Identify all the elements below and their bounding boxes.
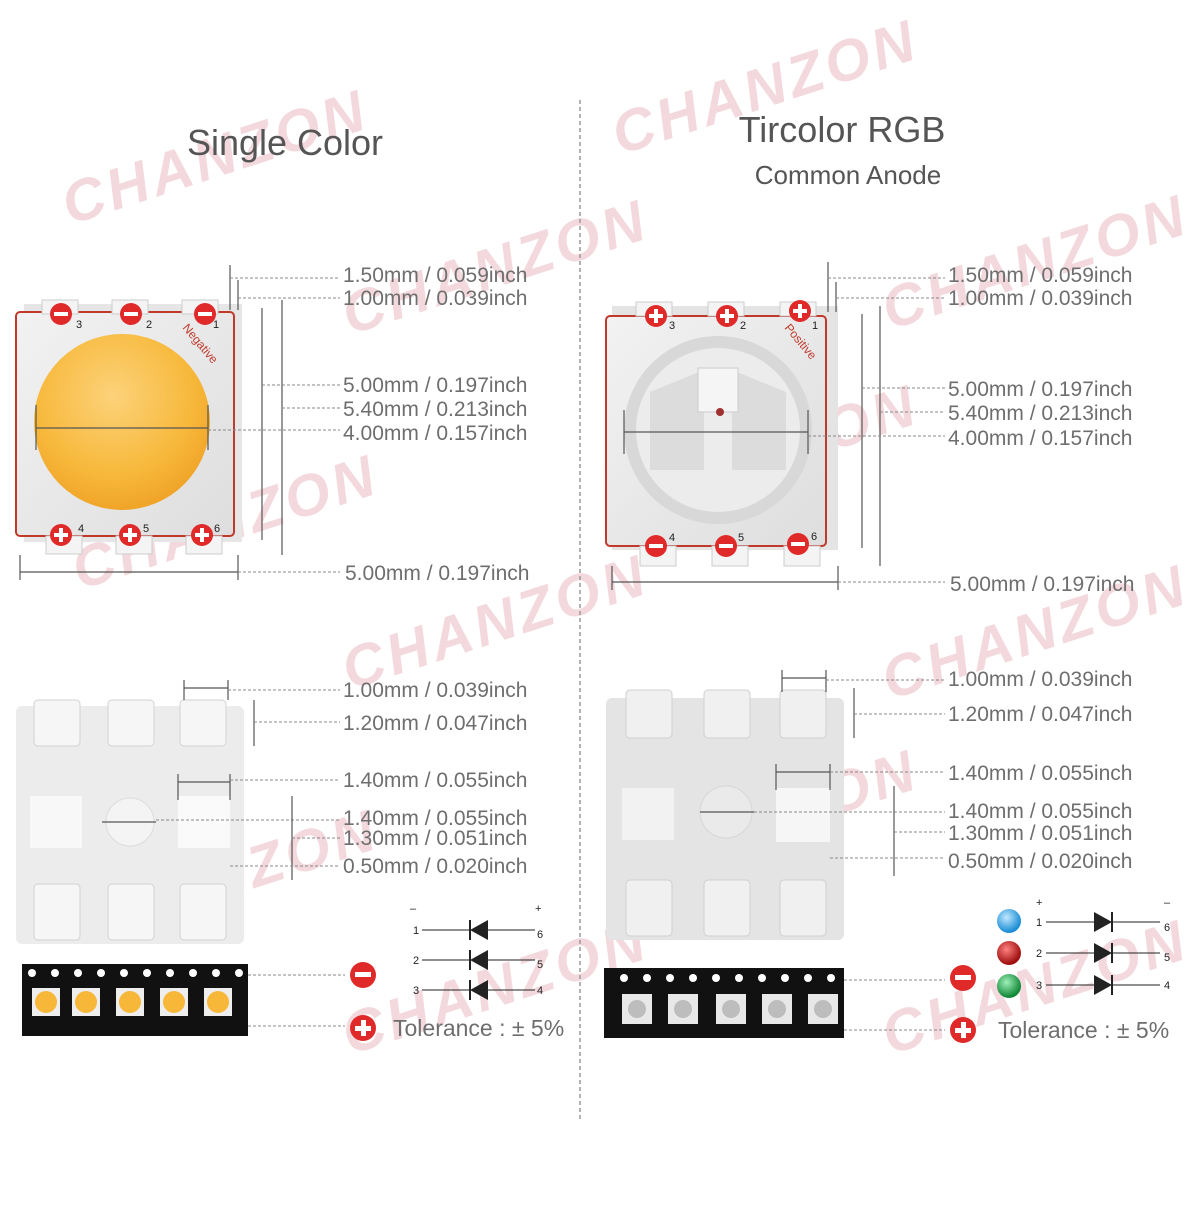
left-panel: Single Color Negative [15, 122, 564, 1041]
plus-icon [716, 305, 738, 327]
svg-text:6: 6 [1164, 922, 1170, 934]
svg-text:–: – [410, 903, 417, 915]
pin-number: 3 [76, 319, 82, 331]
minus-icon [787, 533, 809, 555]
diode-icon [1094, 912, 1112, 932]
left-title: Single Color [187, 122, 383, 163]
single-color-circuit: – + 1 2 3 6 5 4 [410, 903, 543, 1000]
pin-number: 1 [213, 319, 219, 331]
diode-icon [1094, 975, 1112, 995]
svg-text:5: 5 [537, 959, 543, 971]
dimension-label: 1.30mm / 0.051inch [343, 827, 527, 850]
svg-text:2: 2 [413, 955, 419, 967]
blue-led-icon [997, 909, 1021, 933]
dimension-label: 5.00mm / 0.197inch [345, 562, 529, 585]
green-led-icon [997, 974, 1021, 998]
red-led-icon [997, 941, 1021, 965]
dimension-label: 0.50mm / 0.020inch [948, 850, 1132, 873]
svg-text:2: 2 [1036, 948, 1042, 960]
svg-text:+: + [535, 903, 541, 915]
front-dimension-lines [19, 265, 340, 580]
pin-number: 1 [812, 320, 818, 332]
minus-icon [120, 303, 142, 325]
rgb-reel-tape [604, 968, 945, 1038]
dimension-label: 4.00mm / 0.157inch [343, 422, 527, 445]
plus-icon [119, 524, 141, 546]
svg-text:4: 4 [537, 985, 543, 997]
svg-text:6: 6 [537, 929, 543, 941]
svg-text:3: 3 [413, 985, 419, 997]
pin-number: 5 [738, 532, 744, 544]
watermark-text: CHANZON [874, 182, 1197, 342]
dimension-label: 4.00mm / 0.157inch [948, 427, 1132, 450]
plus-icon [191, 524, 213, 546]
dimension-label: 1.40mm / 0.055inch [948, 800, 1132, 823]
rgb-led-back [606, 689, 844, 940]
dimension-label: 1.40mm / 0.055inch [343, 769, 527, 792]
pin-number: 2 [146, 319, 152, 331]
minus-icon [50, 303, 72, 325]
pin-number: 4 [669, 532, 675, 544]
right-title: Tircolor RGB [739, 109, 946, 150]
minus-icon [350, 962, 376, 988]
dimension-label: 1.50mm / 0.059inch [343, 264, 527, 287]
plus-icon [350, 1015, 376, 1041]
svg-text:1: 1 [413, 925, 419, 937]
yellow-lens [34, 334, 210, 510]
dimension-label: 5.00mm / 0.197inch [343, 374, 527, 397]
pin-number: 2 [740, 320, 746, 332]
single-color-reel-tape [22, 964, 345, 1036]
dimension-label: 5.00mm / 0.197inch [948, 378, 1132, 401]
dimension-label: 1.00mm / 0.039inch [948, 287, 1132, 310]
dimension-label: 1.50mm / 0.059inch [948, 264, 1132, 287]
pin-number: 5 [143, 523, 149, 535]
tolerance-label: Tolerance : ± 5% [393, 1015, 564, 1041]
svg-text:3: 3 [1036, 980, 1042, 992]
dimension-label: 1.40mm / 0.055inch [343, 807, 527, 830]
dimension-label: 1.00mm / 0.039inch [343, 679, 527, 702]
diode-icon [470, 950, 488, 970]
right-subtitle: Common Anode [755, 160, 941, 190]
svg-text:1: 1 [1036, 917, 1042, 929]
dimension-label: 0.50mm / 0.020inch [343, 855, 527, 878]
dimension-label: 5.00mm / 0.197inch [950, 573, 1134, 596]
plus-icon [789, 300, 811, 322]
dimension-label: 1.00mm / 0.039inch [948, 668, 1132, 691]
minus-icon [715, 535, 737, 557]
back-dimension-lines [102, 680, 340, 880]
plus-icon [50, 524, 72, 546]
dimension-label: 1.20mm / 0.047inch [948, 703, 1132, 726]
dimension-label: 1.30mm / 0.051inch [948, 822, 1132, 845]
back-dimension-lines [700, 670, 945, 876]
rgb-led-front: Positive [605, 301, 838, 567]
dimension-label: 5.40mm / 0.213inch [343, 398, 527, 421]
plus-icon [950, 1017, 976, 1043]
diode-icon [470, 920, 488, 940]
rgb-circuit: + – 1 2 3 6 5 4 [997, 897, 1171, 998]
minus-icon [645, 535, 667, 557]
dimension-label: 5.40mm / 0.213inch [948, 402, 1132, 425]
dimension-label: 1.20mm / 0.047inch [343, 712, 527, 735]
svg-text:+: + [1036, 897, 1042, 909]
right-panel: Tircolor RGB Common Anode Positive [604, 109, 1171, 1043]
dimension-label: 1.40mm / 0.055inch [948, 762, 1132, 785]
pin-number: 6 [214, 523, 220, 535]
svg-text:–: – [1164, 897, 1171, 909]
minus-icon [194, 303, 216, 325]
minus-icon [950, 965, 976, 991]
pin-number: 3 [669, 320, 675, 332]
svg-text:4: 4 [1164, 980, 1170, 992]
diode-icon [1094, 943, 1112, 963]
diode-icon [470, 980, 488, 1000]
tolerance-label: Tolerance : ± 5% [998, 1017, 1169, 1043]
svg-text:5: 5 [1164, 952, 1170, 964]
front-dimension-lines [611, 262, 945, 590]
single-color-led-front: Negative [15, 299, 242, 555]
pin-number: 4 [78, 523, 84, 535]
pin-number: 6 [811, 531, 817, 543]
plus-icon [645, 305, 667, 327]
dimension-label: 1.00mm / 0.039inch [343, 287, 527, 310]
